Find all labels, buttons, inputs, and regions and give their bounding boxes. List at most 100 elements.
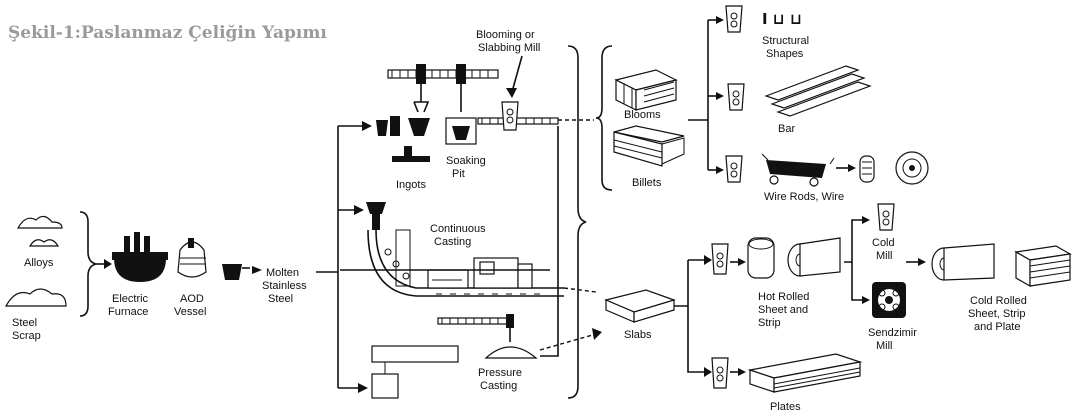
overhead-crane-icon [388, 64, 498, 112]
cold-rolled-sheets-stack-icon [1016, 246, 1070, 286]
wire-rods-label: Wire Rods, Wire [764, 191, 844, 203]
hot-roll-stand-icon [712, 244, 728, 274]
sendzimir-mill-label: Mill [876, 340, 893, 352]
continuous-caster-icon [366, 202, 564, 296]
continuous-casting-label: Casting [434, 236, 471, 248]
billets-stack-icon [614, 126, 684, 166]
plates-stack-icon [750, 354, 860, 392]
cold-coil-arrowhead [918, 258, 926, 266]
wire-coil-icon [860, 156, 874, 182]
hot-stand-arrowhead [738, 258, 746, 266]
shapes-label: Shapes [766, 48, 804, 60]
wire-spool-icon [896, 152, 928, 184]
cold-label: Cold [872, 237, 895, 249]
diagram-title: Şekil-1:Paslanmaz Çeliğin Yapımı [8, 23, 327, 43]
roll-stand-structural-icon [726, 6, 742, 32]
hot-rolled-coil-icon [748, 238, 774, 278]
steel-scrap-label-2: Scrap [12, 330, 41, 342]
blooming-pointer-line [512, 56, 522, 92]
plates-label: Plates [770, 401, 801, 413]
ladle-icon [222, 264, 250, 280]
continuous-to-slabs-dashed-line [564, 288, 596, 292]
branch-ingot-arrowhead [362, 121, 372, 131]
plate-stand-arrowhead [738, 368, 746, 376]
ingot-bottom-mold-icon [372, 346, 458, 398]
soaking-label: Soaking [446, 155, 486, 167]
soaking-pit-icon [446, 118, 476, 144]
billets-label: Billets [632, 177, 662, 189]
blooming-mill-icon [478, 102, 558, 130]
cold-rolled-label-3: and Plate [974, 321, 1020, 333]
continuous-label: Continuous [430, 223, 486, 235]
slabs-to-flat-upper-line [674, 260, 688, 306]
slabs-stack-icon [606, 290, 674, 322]
slabs-to-plates-line [688, 306, 706, 372]
electric-label: Electric [112, 293, 149, 305]
branch-pressure-arrowhead [358, 383, 368, 393]
structural-label: Structural [762, 35, 809, 47]
cold-rolled-label-1: Cold Rolled [970, 295, 1027, 307]
pressure-to-slabs-dashed-line [540, 334, 596, 350]
pit-label: Pit [452, 168, 465, 180]
cold-mill-arrowhead [862, 216, 870, 224]
sendzimir-arrowhead [862, 296, 870, 304]
bar-bundle-icon [766, 66, 870, 116]
intermediate-outer-brace [568, 46, 586, 398]
cold-rolled-label-2: Sheet, Strip [968, 308, 1025, 320]
to-cold-mill-line [844, 220, 864, 262]
inputs-brace [80, 212, 96, 316]
cold-mill-label: Mill [876, 250, 893, 262]
structural-arrowhead [716, 16, 724, 24]
pressure-casting-label: Casting [480, 380, 517, 392]
alloys-label: Alloys [24, 257, 54, 269]
aod-label: AOD [180, 293, 204, 305]
pressure-arrowhead [592, 328, 602, 340]
hot-rolled-strip-icon [788, 238, 840, 276]
branch-continuous-arrowhead [354, 205, 364, 215]
ladle-arrowhead [252, 266, 262, 274]
slabs-label: Slabs [624, 329, 652, 341]
wire-rod-cart-icon [762, 154, 834, 186]
hot-rolled-label-3: Strip [758, 317, 781, 329]
stainless-label: Stainless [262, 280, 307, 292]
roll-stand-wire-icon [726, 156, 742, 182]
cold-rolled-coil-icon [932, 244, 994, 280]
furnace-label: Furnace [108, 306, 148, 318]
blooming-label-2: Slabbing Mill [478, 42, 540, 54]
blooming-pointer-arrowhead [506, 88, 517, 98]
bar-label: Bar [778, 123, 795, 135]
structural-shapes-symbols: I ⊔ ⊔ [762, 10, 802, 28]
steel-scrap-label-1: Steel [12, 317, 37, 329]
electric-furnace-icon [112, 232, 168, 282]
blooms-label: Blooms [624, 109, 661, 121]
bar-arrowhead [716, 92, 724, 100]
cold-mill-stand-icon [878, 204, 894, 230]
blooming-label-1: Blooming or [476, 29, 535, 41]
hot-roll-arrowhead [704, 255, 712, 265]
blooms-stack-icon [616, 70, 676, 110]
inputs-arrowhead [104, 259, 112, 269]
alloys-pile-icon [18, 216, 62, 246]
vessel-label: Vessel [174, 306, 206, 318]
molten-label: Molten [266, 267, 299, 279]
scrap-pile-icon [6, 289, 66, 306]
sendzimir-mill-icon [872, 282, 906, 318]
hot-rolled-label-1: Hot Rolled [758, 291, 809, 303]
to-sendzimir-line [852, 262, 864, 300]
roll-stand-bar-icon [728, 84, 744, 110]
pressure-label: Pressure [478, 367, 522, 379]
ingot-molds-icon [376, 116, 400, 136]
right-connector-line [540, 126, 558, 356]
plates-arrowhead [704, 367, 712, 377]
blooms-billets-brace [596, 46, 612, 190]
sendzimir-label: Sendzimir [868, 327, 917, 339]
plate-roll-stand-icon [712, 358, 728, 388]
wire-arrowhead [716, 166, 724, 174]
wire-coil-arrowhead [848, 164, 856, 172]
ingots-label: Ingots [396, 179, 426, 191]
aod-vessel-icon [178, 238, 206, 277]
steel-label: Steel [268, 293, 293, 305]
hot-rolled-label-2: Sheet and [758, 304, 808, 316]
